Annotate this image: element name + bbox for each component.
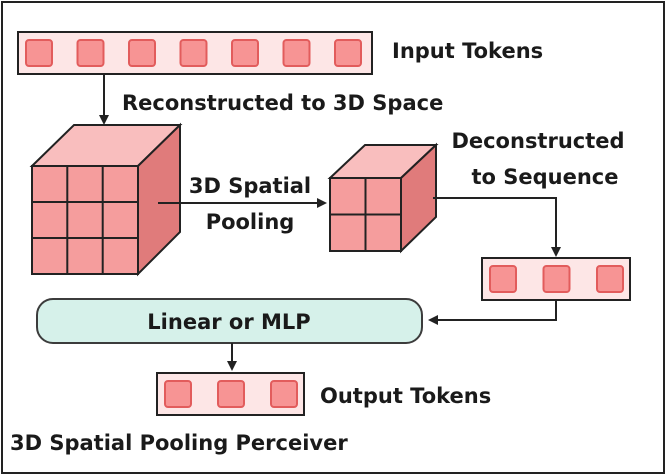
input-token <box>334 39 362 67</box>
sequence-token <box>489 265 517 293</box>
deconstructed-label-line2: to Sequence <box>471 165 618 189</box>
input-token-group <box>25 39 362 67</box>
reconstructed-label: Reconstructed to 3D Space <box>122 91 443 115</box>
sequence-token <box>596 265 624 293</box>
large-cube-front <box>31 165 139 275</box>
small-3d-cube <box>327 142 439 254</box>
output-token <box>270 380 298 408</box>
arrow-cube-to-sequence <box>433 197 561 257</box>
pooling-label-line1: 3D Spatial <box>189 174 311 198</box>
input-token <box>282 39 311 67</box>
sequence-token-group <box>489 265 624 293</box>
linear-mlp-box <box>36 298 423 344</box>
deconstructed-label-line1: Deconstructed <box>451 129 624 153</box>
sequence-token <box>542 265 571 293</box>
output-token <box>217 380 245 408</box>
output-tokens-label: Output Tokens <box>320 384 491 408</box>
input-token <box>128 39 156 67</box>
input-token <box>231 39 259 67</box>
diagram-caption: 3D Spatial Pooling Perceiver <box>10 431 348 455</box>
input-token <box>76 39 105 67</box>
large-3d-cube <box>29 122 183 277</box>
output-token <box>164 380 192 408</box>
input-token <box>179 39 208 67</box>
input-tokens-label: Input Tokens <box>392 39 543 63</box>
linear-mlp-label: Linear or MLP <box>147 310 310 334</box>
pooling-label-line2: Pooling <box>206 210 295 234</box>
output-token-group <box>164 380 298 408</box>
arrow-sequence-to-mlp <box>428 300 557 325</box>
input-token <box>25 39 53 67</box>
